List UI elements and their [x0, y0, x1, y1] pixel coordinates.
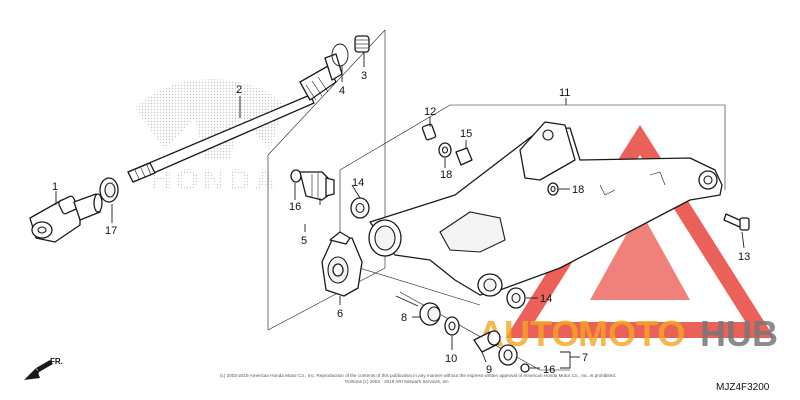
leader-lines — [55, 52, 745, 369]
callout-15: 15 — [460, 128, 472, 140]
washer — [444, 316, 460, 336]
group-outline-shaft — [267, 29, 386, 331]
bearing-assembly — [498, 344, 530, 373]
universal-joint — [29, 193, 103, 243]
callout-18-upper: 18 — [440, 169, 452, 181]
background-logo-text: HONDA — [150, 164, 280, 197]
collar — [455, 147, 473, 166]
callout-1: 1 — [52, 181, 58, 193]
callout-14-lower: 14 — [540, 293, 552, 305]
callout-3: 3 — [361, 70, 367, 82]
swingarm — [368, 121, 723, 297]
copyright-line-2: Portions (c) 2004 - 2019 ARI Network Ser… — [345, 379, 450, 384]
callout-11: 11 — [559, 87, 570, 99]
pinion-gear — [290, 169, 335, 201]
callout-7: 7 — [582, 352, 588, 364]
adjuster-bolt — [723, 213, 750, 231]
callout-13: 13 — [738, 251, 750, 263]
watermark-hub: HUB — [700, 313, 778, 354]
bearing-upper — [350, 197, 370, 219]
nut-right — [547, 182, 559, 196]
callout-18-right: 18 — [572, 184, 584, 196]
front-label: FR. — [50, 357, 63, 366]
snap-ring — [331, 43, 349, 67]
callout-8: 8 — [401, 312, 407, 324]
callout-9: 9 — [486, 364, 492, 376]
pivot-pin — [473, 330, 501, 353]
diagram-code: MJZ4F3200 — [716, 382, 770, 393]
watermark-moto: MOTO — [578, 313, 685, 354]
copyright-line-1: (c) 2003-2019 American Honda Motor Co., … — [220, 373, 616, 378]
spring — [354, 35, 370, 53]
drive-shaft — [127, 53, 343, 183]
callout-14-upper: 14 — [352, 177, 364, 189]
callout-4: 4 — [339, 85, 345, 97]
callout-labels: 1 2 3 4 5 6 7 8 9 10 11 12 13 14 14 15 1… — [52, 70, 750, 376]
oil-seal — [99, 177, 119, 203]
dust-seal — [419, 302, 441, 326]
pivot-bolt — [421, 123, 437, 141]
callout-17: 17 — [105, 225, 117, 237]
arrow-left-down-icon — [24, 360, 53, 380]
callout-12: 12 — [424, 106, 436, 118]
callout-10: 10 — [445, 353, 457, 365]
callout-2: 2 — [236, 84, 242, 96]
callout-16-upper: 16 — [289, 201, 301, 213]
final-gear-case — [321, 231, 363, 297]
callout-16-lower: 16 — [543, 364, 555, 376]
bearing-lower — [506, 287, 526, 309]
nut-upper — [438, 142, 452, 158]
callout-6: 6 — [337, 308, 343, 320]
background-honda-logo: HONDA — [135, 79, 285, 197]
callout-5: 5 — [301, 235, 307, 247]
